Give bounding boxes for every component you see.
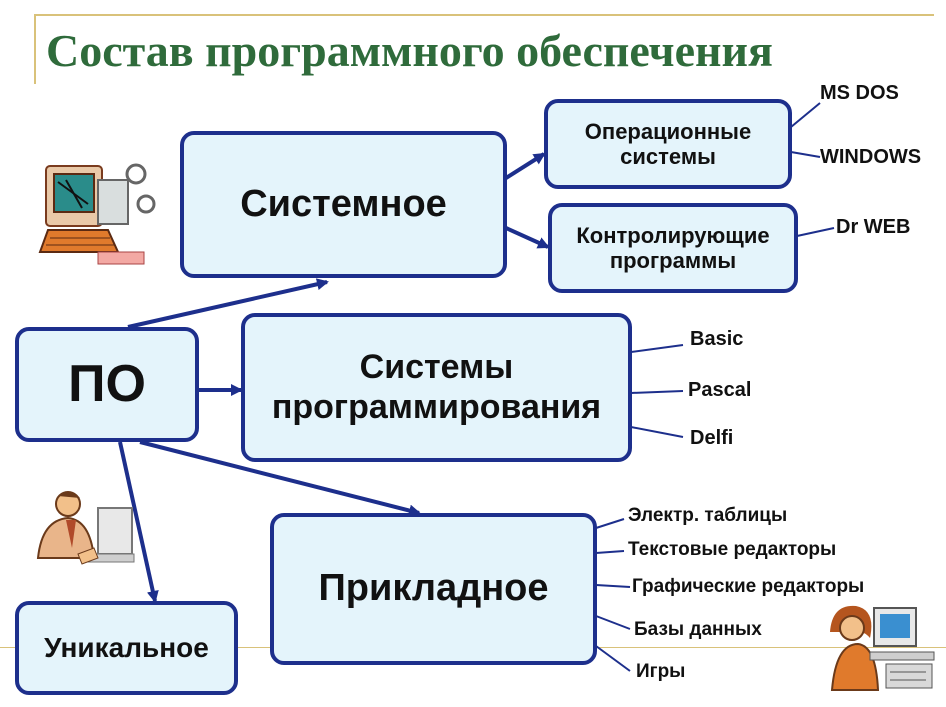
node-unique-label: Уникальное [44, 631, 209, 663]
leaf-line-databases [595, 615, 631, 630]
leaf-games: Игры [636, 661, 686, 682]
node-control: Контролирующие программы [548, 203, 798, 293]
arrow-system-control [505, 226, 550, 249]
arrow-system-os [504, 152, 546, 180]
node-control-label: Контролирующие программы [576, 222, 770, 273]
leaf-line-text-editors [595, 550, 625, 554]
node-programming: Системы программирования [241, 313, 632, 462]
node-system-label: Системное [240, 182, 447, 225]
leaf-tables: Электр. таблицы [628, 505, 788, 526]
page-title: Состав программного обеспечения [46, 25, 773, 76]
arrow-po-system [127, 278, 329, 329]
leaf-line-drweb [796, 227, 835, 237]
computer-clipart-icon [38, 163, 156, 265]
node-applied: Прикладное [270, 513, 597, 665]
leaf-text-editors: Текстовые редакторы [628, 539, 837, 560]
man-at-computer-clipart-icon [36, 491, 135, 565]
leaf-line-graphic-editors [595, 584, 631, 588]
leaf-line-pascal [630, 390, 684, 394]
node-unique: Уникальное [15, 601, 238, 695]
arrow-po-applied [139, 440, 421, 517]
title-frame-line [34, 14, 934, 86]
leaf-databases: Базы данных [634, 619, 762, 640]
node-system: Системное [180, 131, 507, 278]
node-programming-label: Системы программирования [271, 348, 602, 426]
leaf-delfi: Delfi [690, 427, 734, 449]
node-applied-label: Прикладное [318, 567, 549, 610]
leaf-basic: Basic [690, 328, 744, 350]
node-os-label: Операционные системы [584, 118, 752, 169]
leaf-line-windows [790, 151, 821, 158]
arrow-po-unique [118, 441, 159, 603]
leaf-line-msdos [790, 102, 821, 128]
title-frame-edge [34, 14, 36, 84]
leaf-drweb: Dr WEB [836, 216, 911, 238]
leaf-msdos: MS DOS [820, 82, 899, 104]
leaf-line-games [595, 645, 631, 672]
node-po: ПО [15, 327, 199, 442]
woman-at-computer-clipart-icon [830, 605, 935, 691]
leaf-windows: WINDOWS [820, 146, 922, 168]
leaf-line-basic [630, 344, 684, 353]
leaf-graphic-editors: Графические редакторы [632, 576, 865, 597]
node-os: Операционные системы [544, 99, 792, 189]
leaf-line-delfi [630, 426, 684, 438]
node-po-label: ПО [68, 354, 146, 413]
leaf-line-tables [595, 518, 625, 529]
leaf-pascal: Pascal [688, 379, 752, 401]
